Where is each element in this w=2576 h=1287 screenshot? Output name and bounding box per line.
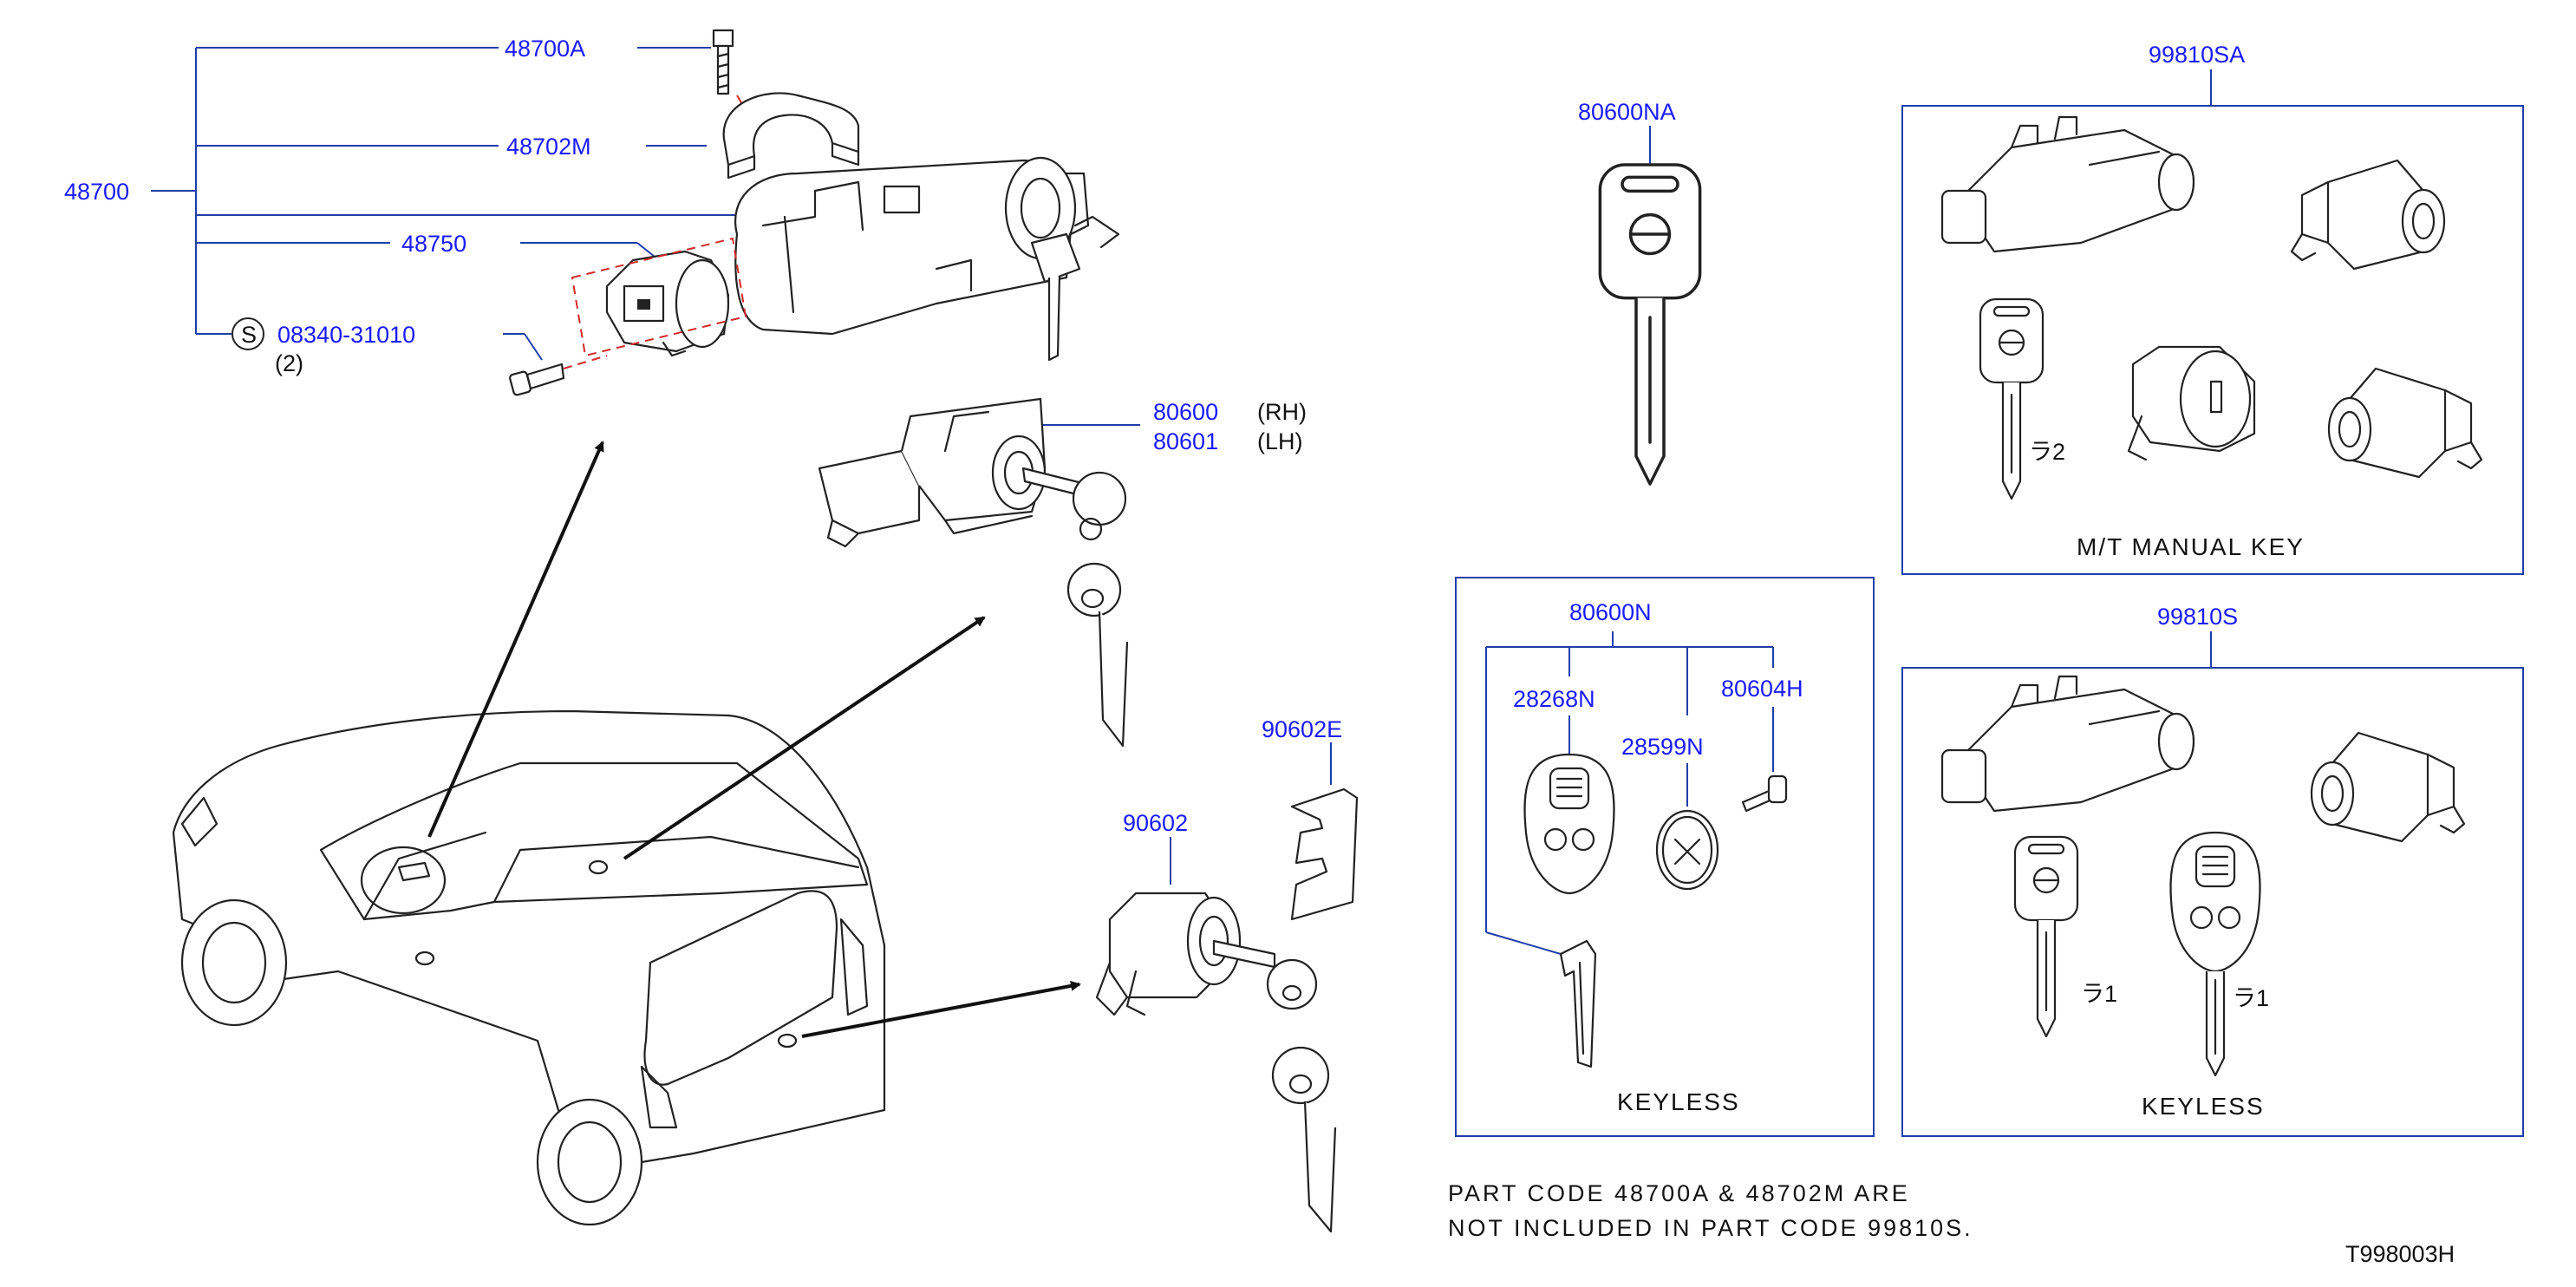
keyless-kit-box (1455, 577, 1875, 1137)
tailgate-lock-group: 90602E 90602 (1095, 716, 1359, 1233)
door-key-icon (1021, 467, 1129, 748)
ignition-key-icon (1030, 232, 1081, 362)
part-80600-label: 80600 (1153, 399, 1218, 425)
part-08340-31010-label: 08340-31010 (277, 322, 415, 348)
vehicle-outline-icon (172, 709, 886, 1226)
set-manual-key-caption: M/T MANUAL KEY (2077, 533, 2305, 560)
bolt-48700a-icon (712, 29, 734, 95)
set-manual-key-box (1901, 105, 2524, 575)
tailgate-cylinder-icon (2127, 345, 2256, 461)
part-80604h-label: 80604H (1721, 676, 1803, 702)
ignition-switch-icon (1940, 115, 2195, 253)
part-80600na-label: 80600NA (1578, 99, 1676, 125)
blank-key-group: 80600NA (1578, 99, 1702, 486)
keyless-kit-caption: KEYLESS (1617, 1088, 1740, 1115)
set-keyless-caption: KEYLESS (2142, 1093, 2265, 1120)
ignition-switch-48750-icon (605, 250, 730, 357)
tailgate-key-icon (1212, 939, 1337, 1233)
screw-symbol-letter: S (241, 322, 257, 348)
tailgate-lock-cylinder-icon (1095, 892, 1242, 1016)
part-48700-label: 48700 (64, 179, 129, 205)
steering-lock-body-icon (734, 156, 1120, 336)
screw-symbol-icon (232, 317, 264, 350)
blank-key-icon (1598, 163, 1702, 486)
part-48700a-label: 48700A (505, 36, 585, 62)
part-90602e-label: 90602E (1262, 716, 1342, 742)
key-icon-2 (2013, 835, 2079, 1038)
part-99810sa-label: 99810SA (2149, 42, 2245, 68)
set-keyless-box (1901, 667, 2524, 1137)
key-blade-icon (1559, 939, 1597, 1068)
key-quantity-label: ラ2 (2029, 439, 2065, 465)
key-quantity-label-3: ラ1 (2233, 985, 2269, 1011)
side-rh-label: (RH) (1257, 399, 1307, 425)
key-quantity-label-2: ラ1 (2081, 981, 2117, 1007)
screw-08340-31010-icon (509, 363, 565, 396)
part-80600n-label: 80600N (1569, 599, 1652, 625)
part-48702m-label: 48702M (506, 134, 591, 160)
door-lock-icon (2290, 159, 2446, 271)
part-28268n-label: 28268N (1513, 686, 1595, 712)
case-screw-icon (1741, 774, 1788, 813)
part-80601-label: 80601 (1153, 428, 1218, 454)
screw-quantity-label: (2) (275, 350, 303, 376)
tailgate-bracket-icon (1290, 787, 1359, 921)
intelligent-key-icon (2169, 831, 2261, 1077)
door-lock-icon-3 (2310, 731, 2466, 843)
footnote-line-1: PART CODE 48700A & 48702M ARE (1448, 1180, 1910, 1206)
door-lock-icon-2 (2327, 367, 2483, 479)
set-keyless-group: 99810S ラ1 ラ1 KEYLESS (1901, 604, 2524, 1137)
part-48750-label: 48750 (401, 231, 466, 257)
key-icon (1979, 297, 2044, 500)
side-lh-label: (LH) (1257, 428, 1303, 454)
ignition-switch-icon-2 (1940, 675, 2195, 813)
diagram-id: T998003H (2345, 1241, 2455, 1267)
part-99810s-label: 99810S (2157, 604, 2238, 630)
location-arrows (427, 441, 1081, 1038)
door-lock-group: 80600 (RH) 80601 (LH) (818, 397, 1307, 748)
battery-icon (1655, 809, 1719, 891)
ignition-group: 48700 48700A 48702M 48750 S 08340-31010 … (64, 29, 1120, 396)
part-28599n-label: 28599N (1621, 734, 1704, 760)
door-lock-cylinder-icon (818, 397, 1047, 548)
set-manual-key-group: 99810SA ラ2 M/T MANUAL KEY (1901, 42, 2524, 575)
key-case-icon (1523, 753, 1615, 895)
clamp-48702m-icon (722, 92, 860, 180)
footnote-line-2: NOT INCLUDED IN PART CODE 99810S. (1448, 1215, 1973, 1241)
keyless-kit-group: 80600N 28268N 28599N 80604H KEYLESS (1455, 577, 1875, 1137)
part-90602-label: 90602 (1123, 810, 1188, 836)
